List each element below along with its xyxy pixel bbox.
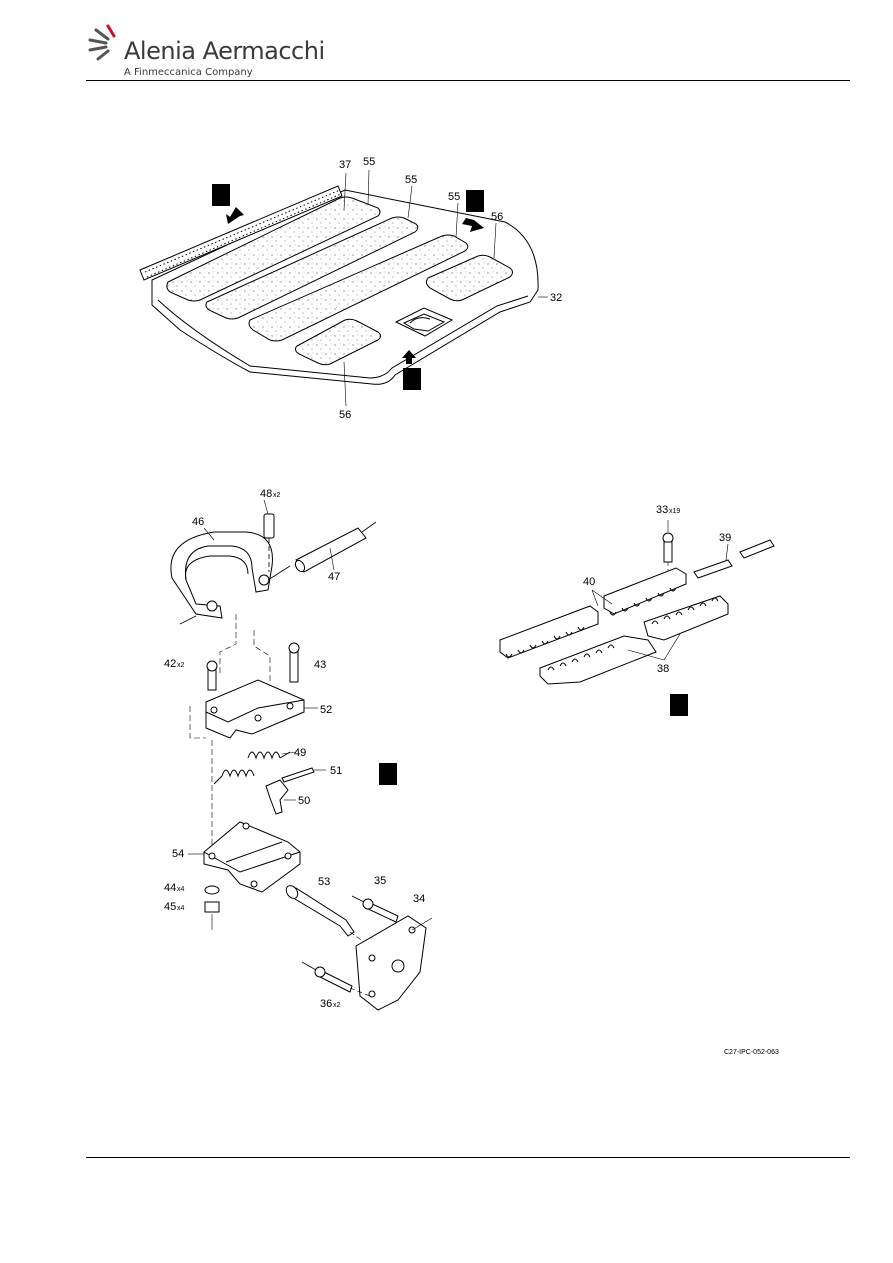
view-e-exploded bbox=[499, 520, 775, 685]
bracket-34 bbox=[355, 915, 427, 1011]
svg-text:E: E bbox=[215, 188, 226, 205]
hinge-strip-40 bbox=[499, 605, 599, 659]
pad-56-b bbox=[294, 318, 381, 366]
view-f-arrow bbox=[402, 350, 416, 364]
callout-34: 34 bbox=[413, 893, 425, 905]
pad-55-c bbox=[248, 234, 469, 342]
callout-39: 39 bbox=[719, 532, 731, 544]
callout-56: 56 bbox=[339, 409, 351, 421]
spring-49 bbox=[213, 751, 291, 785]
alenia-aermacchi-logo-icon bbox=[88, 24, 116, 61]
callout-48: 48 bbox=[260, 488, 272, 500]
view-f-label: F bbox=[403, 368, 421, 390]
qty-44: x4 bbox=[177, 886, 185, 893]
view-e-detail-label: E bbox=[670, 694, 688, 716]
screw-43 bbox=[289, 649, 299, 683]
pin-39 bbox=[739, 539, 775, 559]
callout-55: 55 bbox=[448, 191, 460, 203]
qty-45: x4 bbox=[177, 905, 185, 912]
pad-56-a bbox=[425, 254, 513, 302]
callout-55: 55 bbox=[363, 156, 375, 168]
pad-55-b bbox=[205, 216, 419, 320]
latch-50 bbox=[265, 779, 289, 815]
pad-55-a bbox=[166, 196, 381, 302]
svg-text:D: D bbox=[469, 194, 481, 211]
header-divider bbox=[86, 80, 850, 81]
washer-44 bbox=[204, 885, 220, 895]
nut-45 bbox=[204, 901, 220, 913]
callout-49: 49 bbox=[294, 747, 306, 759]
hinge-strip bbox=[139, 185, 343, 281]
handle-46 bbox=[170, 531, 273, 619]
svg-text:E: E bbox=[673, 698, 684, 715]
hinge-strip-38 bbox=[643, 595, 729, 641]
pin-39 bbox=[693, 559, 733, 579]
callout-46: 46 bbox=[192, 516, 204, 528]
view-e-label: E bbox=[212, 184, 230, 206]
callout-47: 47 bbox=[328, 571, 340, 583]
callout-52: 52 bbox=[320, 704, 332, 716]
screw-33 bbox=[663, 541, 673, 563]
callout-40: 40 bbox=[583, 576, 595, 588]
floor-panel-assembly bbox=[139, 169, 548, 407]
callout-53: 53 bbox=[318, 876, 330, 888]
qty-42: x2 bbox=[177, 662, 185, 669]
qty-36: x2 bbox=[333, 1002, 341, 1009]
base-plate-54 bbox=[203, 821, 301, 893]
callout-36: 36 bbox=[320, 998, 332, 1010]
callout-32: 32 bbox=[550, 292, 562, 304]
company-name: Alenia Aermacchi bbox=[124, 37, 325, 65]
pin-48 bbox=[263, 513, 275, 539]
view-e-arrow bbox=[226, 207, 244, 224]
shaft-53 bbox=[289, 887, 355, 937]
pin-51 bbox=[281, 767, 315, 783]
view-f-detail-label: F bbox=[379, 763, 397, 785]
hinge-strip-40 bbox=[603, 567, 687, 615]
view-d-arrow bbox=[462, 218, 484, 232]
callout-55: 55 bbox=[405, 174, 417, 186]
callout-35: 35 bbox=[374, 875, 386, 887]
qty-33: x19 bbox=[669, 508, 680, 515]
callout-45: 45 bbox=[164, 901, 176, 913]
callout-44: 44 bbox=[164, 882, 176, 894]
callout-33: 33 bbox=[656, 504, 668, 516]
callout-54: 54 bbox=[172, 848, 184, 860]
callout-50: 50 bbox=[298, 795, 310, 807]
company-subtitle: A Finmeccanica Company bbox=[124, 67, 253, 78]
callout-43: 43 bbox=[314, 659, 326, 671]
page-header: Alenia Aermacchi A Finmeccanica Company bbox=[0, 0, 893, 82]
callout-51: 51 bbox=[330, 765, 342, 777]
view-f-exploded bbox=[170, 499, 433, 1011]
callout-56: 56 bbox=[491, 211, 503, 223]
qty-48: x2 bbox=[273, 492, 281, 499]
callout-37: 37 bbox=[339, 159, 351, 171]
shaft-47 bbox=[295, 527, 367, 573]
svg-text:F: F bbox=[406, 372, 416, 389]
handle-recess bbox=[394, 307, 454, 337]
drawing-reference: C27-IPC-052-063 bbox=[724, 1049, 779, 1056]
view-d-label: D bbox=[466, 190, 484, 212]
hinge-strip-38 bbox=[539, 635, 657, 685]
svg-text:F: F bbox=[382, 767, 392, 784]
footer-divider bbox=[86, 1157, 850, 1158]
callout-42: 42 bbox=[164, 658, 176, 670]
callout-38: 38 bbox=[657, 663, 669, 675]
